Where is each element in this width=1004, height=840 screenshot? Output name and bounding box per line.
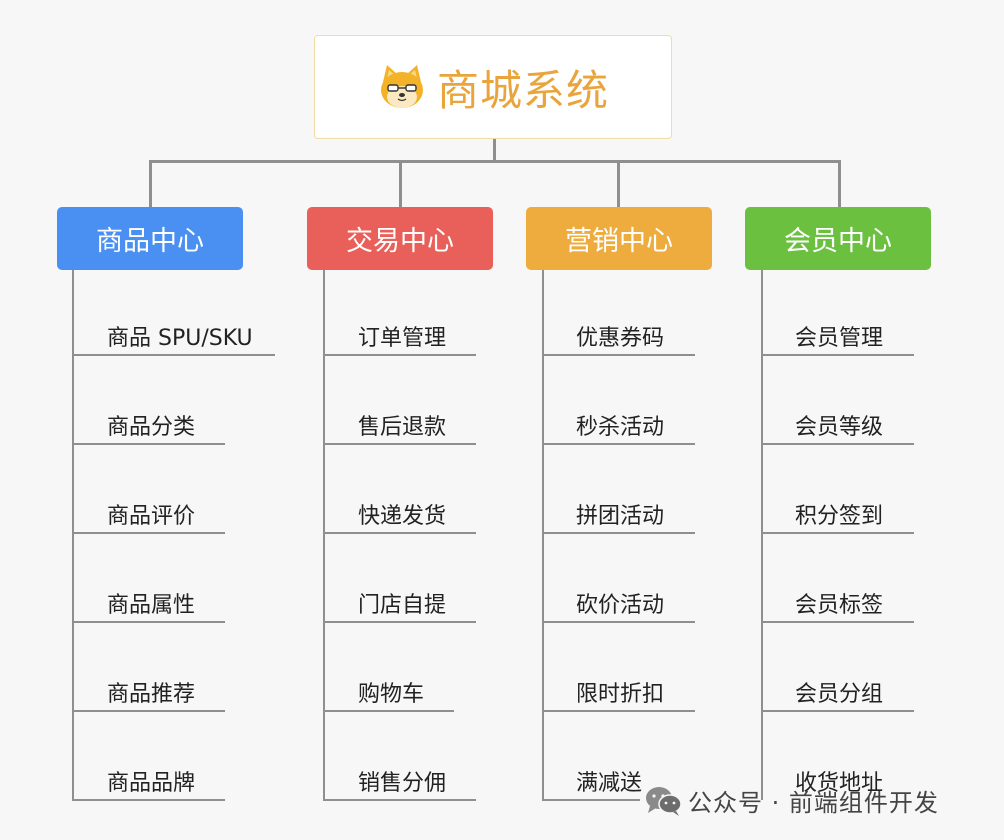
watermark-text: 公众号 · 前端组件开发 bbox=[688, 789, 939, 817]
shiba-dog-icon bbox=[380, 65, 423, 108]
item-underline bbox=[72, 799, 225, 801]
item-underline bbox=[323, 443, 476, 445]
list-item: 订单管理 bbox=[358, 326, 447, 351]
column-spine bbox=[72, 270, 74, 800]
list-item: 满减送 bbox=[576, 771, 643, 796]
branch-drop bbox=[399, 160, 402, 207]
list-item: 砍价活动 bbox=[576, 593, 665, 618]
list-item: 收货地址 bbox=[795, 771, 884, 796]
item-underline bbox=[542, 443, 695, 445]
list-item: 秒杀活动 bbox=[576, 415, 665, 440]
root-node: 商城系统 bbox=[314, 35, 672, 139]
item-underline bbox=[72, 710, 225, 712]
list-item: 限时折扣 bbox=[576, 682, 665, 707]
branch-drop bbox=[617, 160, 620, 207]
branch-bar bbox=[149, 160, 841, 163]
category-label: 会员中心 bbox=[784, 226, 892, 257]
category-trade-center: 交易中心 bbox=[307, 207, 493, 270]
item-underline bbox=[323, 532, 476, 534]
wechat-icon bbox=[646, 786, 682, 816]
category-label: 营销中心 bbox=[565, 226, 673, 257]
item-underline bbox=[542, 621, 695, 623]
list-item: 商品属性 bbox=[107, 593, 196, 618]
list-item: 会员等级 bbox=[795, 415, 884, 440]
list-item: 优惠券码 bbox=[576, 326, 665, 351]
item-underline bbox=[761, 532, 914, 534]
item-underline bbox=[72, 443, 225, 445]
item-underline bbox=[542, 799, 640, 801]
item-underline bbox=[72, 532, 225, 534]
item-underline bbox=[323, 710, 454, 712]
root-stem bbox=[493, 139, 496, 162]
category-member-center: 会员中心 bbox=[745, 207, 931, 270]
list-item: 会员管理 bbox=[795, 326, 884, 351]
item-underline bbox=[542, 354, 695, 356]
item-underline bbox=[761, 621, 914, 623]
list-item: 快递发货 bbox=[358, 504, 447, 529]
category-label: 商品中心 bbox=[96, 226, 204, 257]
item-underline bbox=[72, 354, 275, 356]
category-label: 交易中心 bbox=[346, 226, 454, 257]
category-product-center: 商品中心 bbox=[57, 207, 243, 270]
column-spine bbox=[323, 270, 325, 800]
column-spine bbox=[761, 270, 763, 800]
item-underline bbox=[761, 354, 914, 356]
item-underline bbox=[323, 621, 476, 623]
list-item: 门店自提 bbox=[358, 593, 447, 618]
list-item: 售后退款 bbox=[358, 415, 447, 440]
item-underline bbox=[761, 710, 914, 712]
category-marketing-center: 营销中心 bbox=[526, 207, 712, 270]
list-item: 会员分组 bbox=[795, 682, 884, 707]
item-underline bbox=[761, 443, 914, 445]
item-underline bbox=[72, 621, 225, 623]
branch-drop bbox=[149, 160, 152, 207]
list-item: 商品分类 bbox=[107, 415, 196, 440]
list-item: 商品 SPU/SKU bbox=[107, 326, 253, 351]
item-underline bbox=[542, 710, 695, 712]
watermark: 公众号 · 前端组件开发 bbox=[644, 783, 939, 818]
branch-drop bbox=[838, 160, 841, 207]
list-item: 积分签到 bbox=[795, 504, 884, 529]
list-item: 会员标签 bbox=[795, 593, 884, 618]
list-item: 购物车 bbox=[358, 682, 425, 707]
list-item: 拼团活动 bbox=[576, 504, 665, 529]
column-spine bbox=[542, 270, 544, 800]
item-underline bbox=[323, 799, 476, 801]
list-item: 销售分佣 bbox=[358, 771, 447, 796]
list-item: 商品评价 bbox=[107, 504, 196, 529]
list-item: 商品品牌 bbox=[107, 771, 196, 796]
list-item: 商品推荐 bbox=[107, 682, 196, 707]
root-title: 商城系统 bbox=[436, 65, 609, 115]
item-underline bbox=[323, 354, 476, 356]
item-underline bbox=[542, 532, 695, 534]
